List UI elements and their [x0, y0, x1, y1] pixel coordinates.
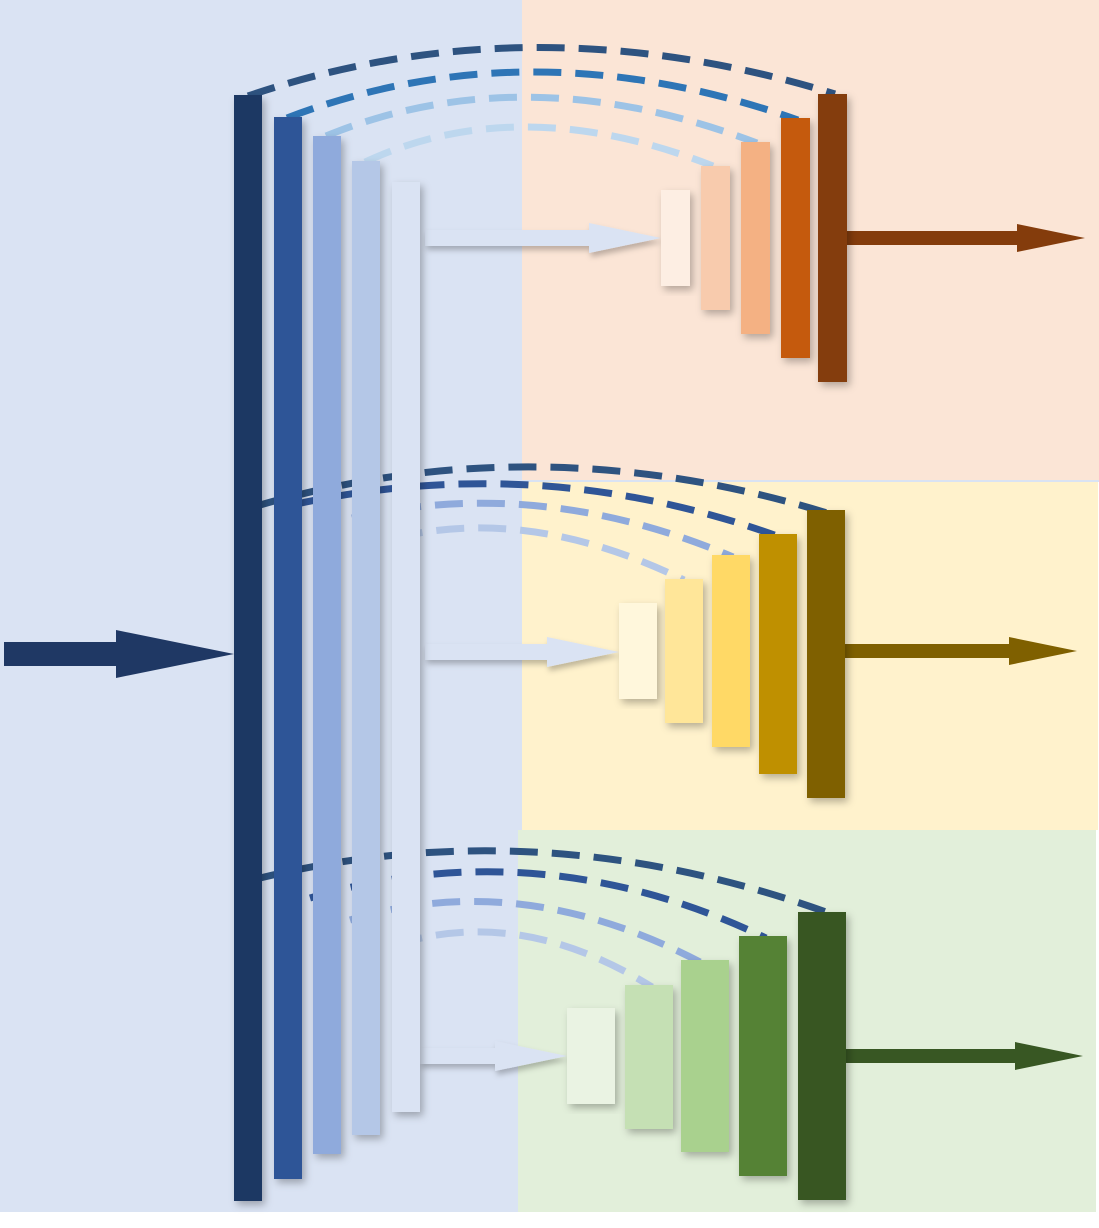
decoder-3-block-3	[681, 960, 729, 1152]
decoder-1-block-5	[818, 94, 847, 382]
decoder-1-block-3	[741, 142, 770, 334]
decoder-2-block-1	[619, 603, 657, 699]
decoder-1-block-2	[701, 166, 730, 310]
decoder-3-block-4	[739, 936, 787, 1176]
input-arrow	[4, 630, 234, 678]
output-arrow-2	[845, 637, 1077, 665]
skip-connection-2-4	[394, 524, 686, 584]
decoder-2-block-4	[759, 534, 797, 774]
encoder-block-4	[352, 161, 380, 1135]
decoder-2-block-2	[665, 579, 703, 723]
decoder-1-block-1	[661, 190, 690, 286]
decoder-3-block-5	[798, 912, 846, 1200]
skip-connection-3-4	[393, 928, 654, 990]
output-arrow-3	[846, 1042, 1083, 1070]
skip-arrow-1	[425, 223, 661, 253]
encoder-block-2	[274, 117, 302, 1179]
skip-connection-1-1	[246, 44, 837, 100]
encoder-block-3	[313, 136, 341, 1154]
output-arrow-1	[847, 224, 1085, 252]
decoder-2-block-3	[712, 555, 750, 747]
encoder-block-1	[234, 95, 262, 1201]
skip-arrow-3	[420, 1041, 567, 1071]
region-divider	[522, 480, 1099, 482]
skip-connection-1-3	[324, 93, 759, 147]
skip-connection-1-4	[363, 123, 715, 170]
skip-connection-1-2	[285, 68, 800, 124]
skip-arrow-2	[425, 637, 619, 667]
encoder-block-5	[392, 182, 420, 1112]
flow-arrows	[4, 223, 1085, 1071]
decoder-3-block-1	[567, 1008, 615, 1104]
feature-blocks	[234, 94, 847, 1201]
decoder-1-block-4	[781, 118, 810, 358]
decoder-2-block-5	[807, 510, 845, 798]
decoder-3-block-2	[625, 985, 673, 1129]
